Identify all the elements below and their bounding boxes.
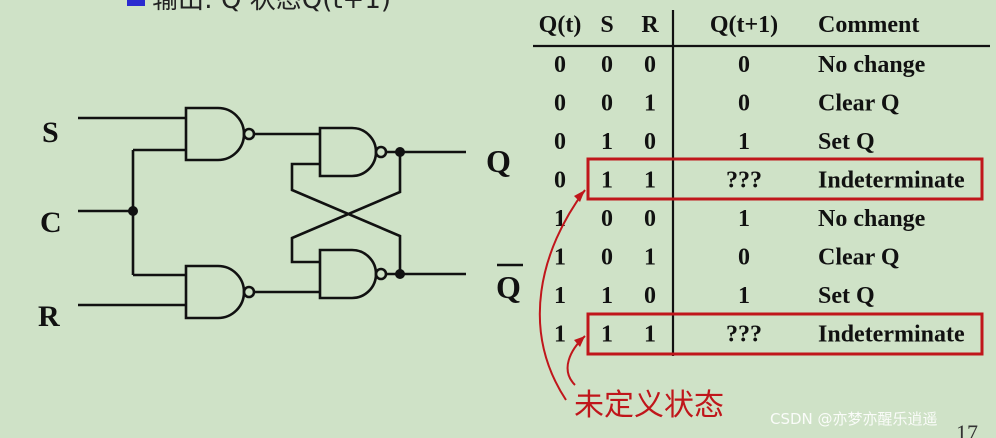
cell-s-row-8: 1 bbox=[601, 322, 613, 348]
csdn-watermark: CSDN @亦梦亦醒乐逍遥 bbox=[770, 410, 938, 428]
header-comment: Comment bbox=[818, 12, 919, 38]
arrow-to-row-4 bbox=[538, 189, 586, 401]
truth-table: Q(t) S R Q(t+1) Comment 0 0 0 0 No change 0 0 1… bbox=[533, 10, 990, 356]
cell-s-row-2: 0 bbox=[601, 91, 613, 117]
cell-s-row-4: 1 bbox=[601, 168, 613, 194]
output-label-q: Q bbox=[486, 143, 511, 179]
cell-comment-row-4: Indeterminate bbox=[818, 168, 965, 194]
highlight-box-row-4 bbox=[586, 157, 984, 201]
cell-r-row-4: 1 bbox=[644, 168, 656, 194]
cell-r-row-2: 1 bbox=[644, 91, 656, 117]
cell-r-row-8: 1 bbox=[644, 322, 656, 348]
cell-s-row-3: 1 bbox=[601, 129, 613, 155]
page-number: 17 bbox=[956, 420, 978, 438]
undefined-state-note: 未定义状态 bbox=[574, 388, 724, 423]
output-label-qbar: Q bbox=[496, 269, 521, 305]
cell-qt1-row-7: 1 bbox=[738, 283, 750, 309]
junction-dot-q bbox=[395, 147, 405, 157]
nand-gate-4-bubble bbox=[374, 267, 388, 281]
cell-s-row-7: 1 bbox=[601, 283, 613, 309]
header-qt1: Q(t+1) bbox=[710, 12, 778, 38]
junction-dot-qbar bbox=[395, 269, 405, 279]
highlight-box-row-8 bbox=[586, 312, 984, 356]
cell-qt-row-3: 0 bbox=[554, 129, 566, 155]
cell-qt1-row-8: ??? bbox=[726, 322, 762, 348]
cell-r-row-7: 0 bbox=[644, 283, 656, 309]
sr-latch-circuit bbox=[78, 106, 466, 320]
cell-qt-row-5: 1 bbox=[554, 206, 566, 232]
cell-r-row-3: 0 bbox=[644, 129, 656, 155]
cell-qt1-row-4: ??? bbox=[726, 168, 762, 194]
nand-gate-2-bubble bbox=[242, 285, 256, 299]
cell-qt-row-2: 0 bbox=[554, 91, 566, 117]
wire-q-feedback bbox=[290, 152, 402, 264]
cell-comment-row-6: Clear Q bbox=[818, 245, 900, 271]
arrow-to-row-8 bbox=[566, 335, 586, 386]
cell-comment-row-2: Clear Q bbox=[818, 91, 900, 117]
cell-qt-row-7: 1 bbox=[554, 283, 566, 309]
top-partial-text: 输出: Q 状态Q(t+1) bbox=[152, 0, 391, 15]
cell-comment-row-5: No change bbox=[818, 206, 926, 232]
input-label-r: R bbox=[38, 300, 60, 333]
wire-qbar-feedback bbox=[290, 162, 402, 274]
cell-qt1-row-3: 1 bbox=[738, 129, 750, 155]
cell-comment-row-8: Indeterminate bbox=[818, 322, 965, 348]
cell-qt1-row-2: 0 bbox=[738, 91, 750, 117]
cell-comment-row-1: No change bbox=[818, 52, 926, 78]
cell-qt-row-4: 0 bbox=[554, 168, 566, 194]
nand-gate-4 bbox=[318, 248, 378, 300]
nand-gate-2 bbox=[184, 264, 246, 320]
nand-gate-1 bbox=[184, 106, 246, 162]
junction-dot-c bbox=[128, 206, 138, 216]
bullet-square bbox=[127, 0, 145, 6]
cell-qt1-row-5: 1 bbox=[738, 206, 750, 232]
cell-r-row-5: 0 bbox=[644, 206, 656, 232]
cell-r-row-1: 0 bbox=[644, 52, 656, 78]
header-s: S bbox=[600, 12, 613, 38]
input-label-s: S bbox=[42, 116, 59, 149]
cell-s-row-1: 0 bbox=[601, 52, 613, 78]
arrowhead-row-4 bbox=[574, 190, 585, 202]
cell-qt-row-6: 1 bbox=[554, 245, 566, 271]
header-qt: Q(t) bbox=[539, 12, 582, 38]
cell-qt-row-8: 1 bbox=[554, 322, 566, 348]
cell-qt1-row-1: 0 bbox=[738, 52, 750, 78]
cell-comment-row-3: Set Q bbox=[818, 129, 875, 155]
cell-s-row-5: 0 bbox=[601, 206, 613, 232]
cell-comment-row-7: Set Q bbox=[818, 283, 875, 309]
arrowhead-row-8 bbox=[574, 336, 585, 347]
input-label-c: C bbox=[40, 206, 62, 239]
cell-qt-row-1: 0 bbox=[554, 52, 566, 78]
nand-gate-3-bubble bbox=[374, 145, 388, 159]
nand-gate-3 bbox=[318, 126, 378, 178]
header-r: R bbox=[641, 12, 659, 38]
cell-s-row-6: 0 bbox=[601, 245, 613, 271]
cell-r-row-6: 1 bbox=[644, 245, 656, 271]
cell-qt1-row-6: 0 bbox=[738, 245, 750, 271]
nand-gate-1-bubble bbox=[242, 127, 256, 141]
